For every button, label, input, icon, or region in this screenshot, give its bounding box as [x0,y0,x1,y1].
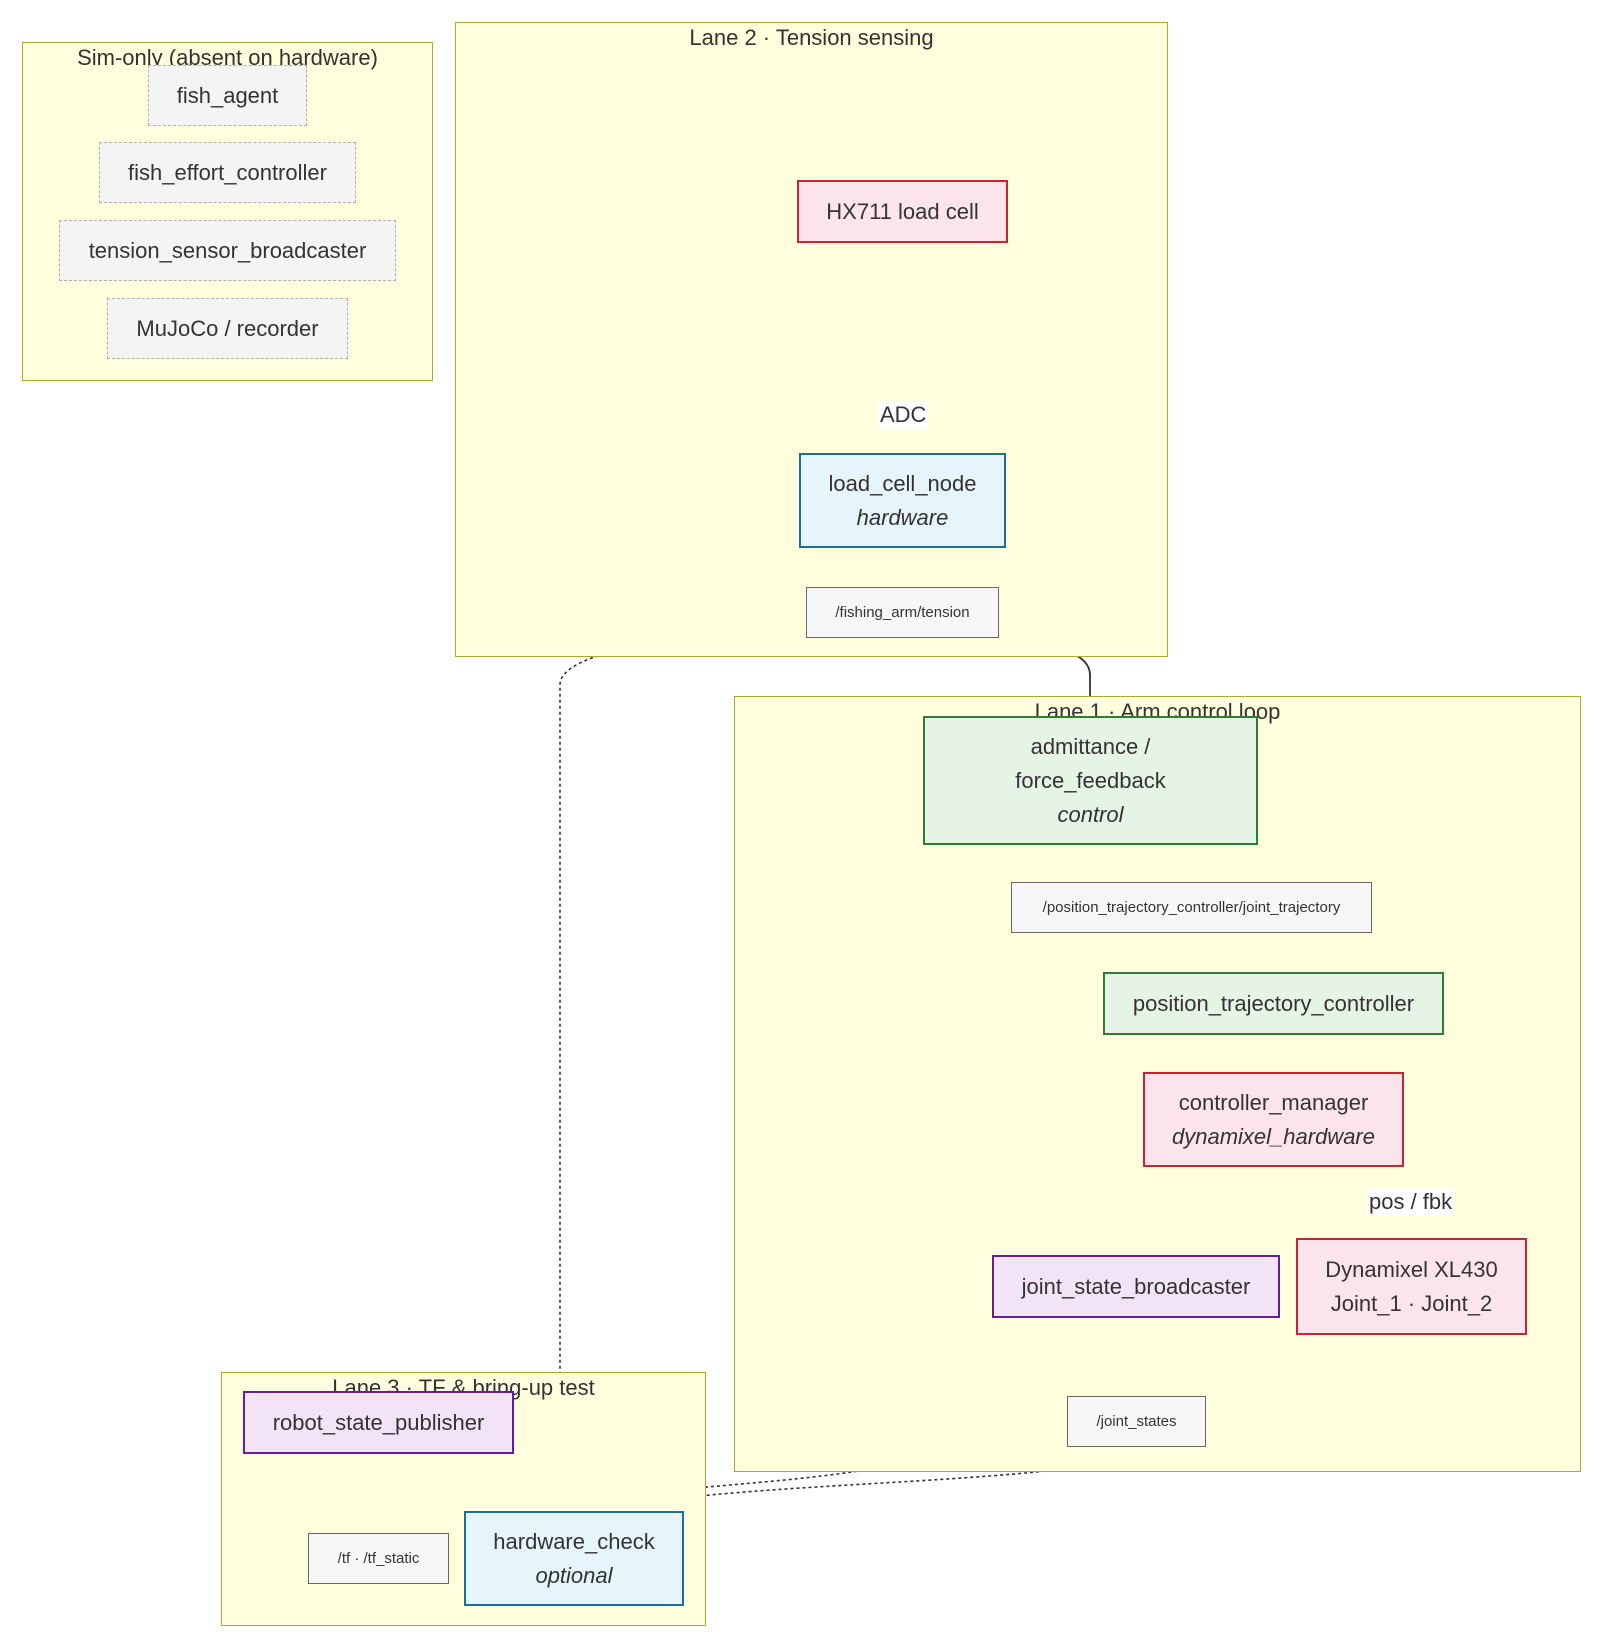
topic-joint-trajectory[interactable]: /position_trajectory_controller/joint_tr… [1011,882,1372,933]
node-robot-state-publisher[interactable]: robot_state_publisher [243,1391,514,1454]
node-controller-manager[interactable]: controller_manager dynamixel_hardware [1143,1072,1404,1167]
topic-joint-states[interactable]: /joint_states [1067,1396,1206,1447]
lane-tension-sensing: Lane 2 · Tension sensing [455,22,1168,657]
node-hx711-load-cell[interactable]: HX711 load cell [797,180,1008,243]
edge-label-pos-fbk: pos / fbk [1367,1188,1455,1216]
node-dynamixel-xl430[interactable]: Dynamixel XL430 Joint_1 · Joint_2 [1296,1238,1527,1335]
node-mujoco-recorder[interactable]: MuJoCo / recorder [107,298,348,359]
node-fish-agent[interactable]: fish_agent [148,65,307,126]
node-hardware-check[interactable]: hardware_check optional [464,1511,684,1606]
edge-label-adc: ADC [878,401,929,429]
node-joint-state-broadcaster[interactable]: joint_state_broadcaster [992,1255,1280,1318]
node-position-trajectory-controller[interactable]: position_trajectory_controller [1103,972,1444,1035]
topic-fishing-arm-tension[interactable]: /fishing_arm/tension [806,587,999,638]
node-load-cell-node[interactable]: load_cell_node hardware [799,453,1006,548]
node-admittance-force-feedback[interactable]: admittance / force_feedback control [923,716,1258,845]
node-fish-effort-controller[interactable]: fish_effort_controller [99,142,356,203]
topic-tf-tf-static[interactable]: /tf · /tf_static [308,1533,449,1584]
node-tension-sensor-broadcaster[interactable]: tension_sensor_broadcaster [59,220,396,281]
lane-tension-sensing-title: Lane 2 · Tension sensing [689,25,934,50]
